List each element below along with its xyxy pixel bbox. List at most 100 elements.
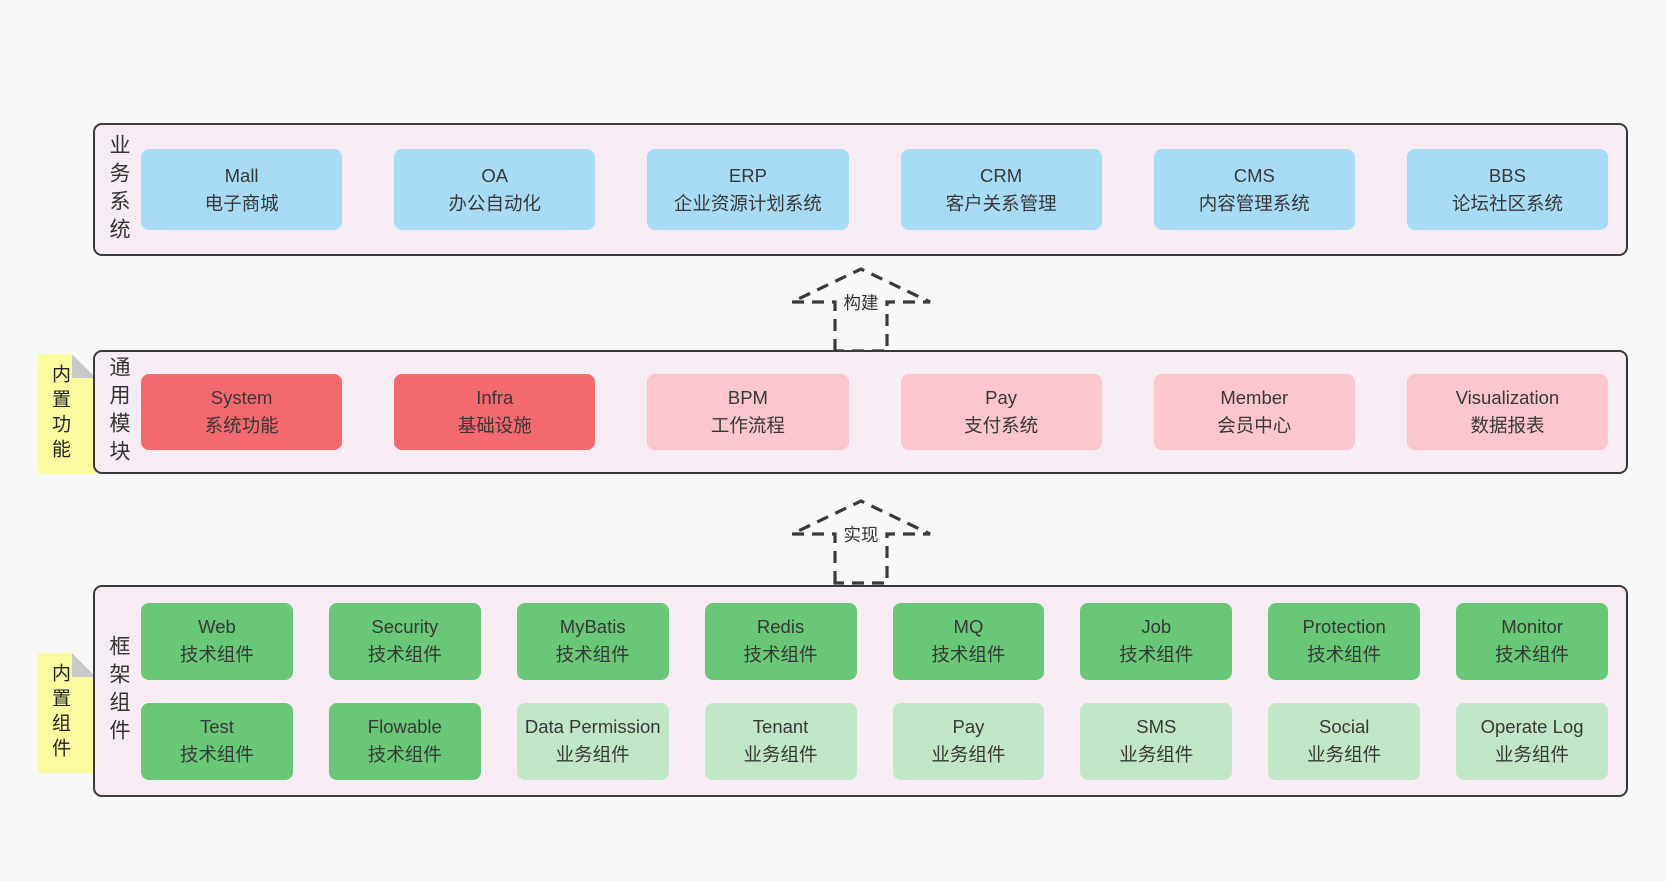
box-subtitle: 支付系统 [964, 415, 1039, 436]
box-operate-log: Operate Log 业务组件 [1456, 702, 1608, 780]
box-name: BBS [1488, 164, 1526, 186]
box-subtitle: 论坛社区系统 [1451, 192, 1563, 214]
box-name: CMS [1233, 164, 1275, 186]
box-name: Security [371, 616, 439, 638]
box-name: Social [1318, 716, 1370, 738]
box-test: Test 技术组件 [141, 702, 293, 780]
box-name: Member [1220, 387, 1289, 409]
box-subtitle: 客户关系管理 [945, 192, 1057, 214]
box-name: SMS [1136, 716, 1177, 738]
box-monitor: Monitor 技术组件 [1456, 602, 1608, 680]
box-name: Visualization [1455, 387, 1560, 409]
box-flowable: Flowable 技术组件 [328, 702, 481, 780]
box-security: Security 技术组件 [328, 602, 481, 680]
box-subtitle: 电子商城 [204, 192, 279, 214]
box-mybatis: MyBatis 技术组件 [516, 602, 669, 680]
layer-business-systems: 业务系统 Mall 电子商城 OA 办公自动化 ERP 企业资源计划系统 CRM 客户关系管理… [93, 123, 1628, 256]
box-subtitle: 技术组件 [1495, 644, 1570, 665]
box-subtitle: 会员中心 [1217, 415, 1292, 436]
box-name: Data Permission [524, 716, 661, 738]
box-social: Social 业务组件 [1268, 702, 1421, 780]
box-web: Web 技术组件 [141, 602, 293, 680]
box-mq: MQ 技术组件 [892, 602, 1045, 680]
box-subtitle: 基础设施 [457, 415, 532, 436]
box-erp: ERP 企业资源计划系统 [647, 149, 849, 230]
box-subtitle: 企业资源计划系统 [673, 192, 822, 214]
box-name: MyBatis [559, 616, 626, 638]
box-member: Member 会员中心 [1153, 374, 1355, 450]
box-subtitle: 内容管理系统 [1198, 192, 1310, 214]
layer-box-grid: Mall 电子商城 OA 办公自动化 ERP 企业资源计划系统 CRM 客户关系管理 CMS 内容… [133, 149, 1626, 230]
sticky-note-text: 内置组件 [49, 663, 70, 763]
box-subtitle: 业务组件 [743, 744, 818, 765]
layer-title: 通用模块 [107, 356, 130, 468]
implement-arrow-icon: 实现 [786, 493, 936, 585]
box-subtitle: 业务组件 [1495, 744, 1570, 765]
box-data-permission: Data Permission 业务组件 [516, 702, 669, 780]
box-subtitle: 业务组件 [1307, 744, 1382, 765]
box-name: Pay [985, 387, 1018, 409]
box-name: Operate Log [1480, 716, 1584, 738]
box-name: MQ [953, 616, 984, 638]
box-name: Monitor [1501, 616, 1563, 638]
box-subtitle: 业务组件 [931, 744, 1006, 765]
build-arrow-icon: 构建 [786, 261, 936, 353]
box-subtitle: 技术组件 [1307, 644, 1382, 665]
box-row: Mall 电子商城 OA 办公自动化 ERP 企业资源计划系统 CRM 客户关系管理 CMS 内容… [141, 149, 1609, 230]
sticky-note-built-in-features: 内置功能 [38, 354, 96, 474]
box-name: ERP [728, 164, 767, 186]
box-name: System [210, 387, 273, 409]
box-pay: Pay 支付系统 [900, 374, 1102, 450]
box-name: Infra [476, 387, 514, 409]
box-subtitle: 办公自动化 [448, 192, 542, 214]
box-subtitle: 数据报表 [1470, 415, 1545, 436]
box-oa: OA 办公自动化 [394, 149, 596, 230]
box-bbs: BBS 论坛社区系统 [1406, 149, 1609, 230]
box-subtitle: 技术组件 [367, 744, 442, 765]
box-subtitle: 技术组件 [555, 644, 630, 665]
box-subtitle: 工作流程 [710, 415, 785, 436]
layer-title: 业务系统 [107, 133, 130, 246]
box-name: CRM [980, 164, 1023, 186]
arrow-label: 实现 [839, 521, 883, 548]
box-subtitle: 技术组件 [931, 644, 1006, 665]
box-infra: Infra 基础设施 [394, 374, 596, 450]
box-subtitle: 技术组件 [179, 644, 254, 665]
box-name: OA [481, 164, 509, 186]
box-subtitle: 技术组件 [743, 644, 818, 665]
box-visualization: Visualization 数据报表 [1406, 374, 1609, 450]
box-mall: Mall 电子商城 [141, 149, 343, 230]
box-name: Redis [756, 616, 805, 638]
box-name: Pay [952, 716, 985, 738]
box-subtitle: 技术组件 [367, 644, 442, 665]
box-redis: Redis 技术组件 [704, 602, 857, 680]
up-arrow-outline-icon [791, 499, 931, 585]
box-subtitle: 技术组件 [1119, 644, 1194, 665]
box-name: Flowable [367, 716, 442, 738]
box-name: Test [199, 716, 234, 738]
sticky-note-built-in-components: 内置组件 [38, 653, 96, 773]
box-pay: Pay 业务组件 [892, 702, 1045, 780]
sticky-note-text: 内置功能 [49, 364, 70, 464]
arrow-label: 构建 [839, 289, 883, 316]
box-tenant: Tenant 业务组件 [704, 702, 857, 780]
box-cms: CMS 内容管理系统 [1153, 149, 1355, 230]
box-name: Mall [224, 164, 259, 186]
box-name: Web [198, 616, 236, 638]
box-subtitle: 业务组件 [555, 744, 630, 765]
box-subtitle: 技术组件 [179, 744, 254, 765]
box-crm: CRM 客户关系管理 [900, 149, 1102, 230]
box-name: Tenant [752, 716, 809, 738]
